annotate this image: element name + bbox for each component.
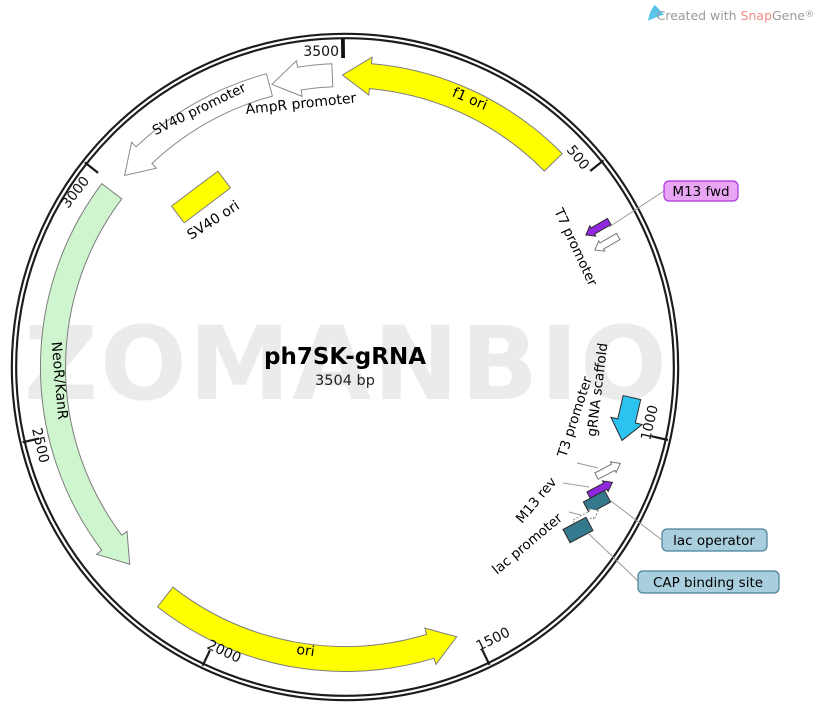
- feature-cap-binding-site-block[interactable]: [562, 516, 594, 544]
- leader-line-lac-promoter: [568, 511, 582, 516]
- plasmid-backbone-ring-gap: [12, 34, 678, 700]
- leader-line-t3-promoter: [576, 462, 599, 469]
- tick-500: [589, 159, 605, 172]
- callout-m13-fwd[interactable]: M13 fwd: [663, 180, 739, 202]
- feature-band-sv40-promoter[interactable]: [123, 73, 274, 177]
- tick-1500: [481, 649, 491, 666]
- feature-t7-promoter-arrow[interactable]: [592, 231, 621, 255]
- credit-text: Created with SnapGene®: [657, 8, 814, 23]
- feature-lac-operator-block[interactable]: [582, 489, 612, 515]
- callout-lac-operator[interactable]: lac operator: [661, 528, 768, 552]
- tick-1000: [651, 435, 669, 442]
- snapgene-logo-icon: [648, 5, 664, 21]
- feature-m13-fwd-arrow[interactable]: [583, 216, 612, 240]
- tick-label-500: 500: [563, 142, 592, 173]
- feature-sv40-ori-block[interactable]: [170, 170, 232, 224]
- plasmid-size: 3504 bp: [315, 373, 375, 389]
- watermark-text: ZOMANBIO: [24, 305, 669, 424]
- leader-line-lac-operator: [610, 500, 663, 541]
- tick-label-1000: 1000: [638, 404, 662, 442]
- leader-line-m13-rev: [562, 482, 590, 488]
- feature-band-ori[interactable]: [156, 586, 458, 672]
- tick-2000: [201, 649, 211, 667]
- feature-grna-scaffold-arrow[interactable]: [606, 394, 647, 444]
- callout-cap-binding-site-label: CAP binding site: [653, 575, 763, 591]
- feature-band-neor-kanr[interactable]: [39, 182, 131, 565]
- leader-line-m13-fwd: [608, 190, 665, 228]
- feature-label-neor-kanr: NeoR/KanR: [48, 341, 71, 421]
- feature-label-t7-promoter: T7 promoter: [550, 205, 601, 289]
- snapgene-credit: Created with SnapGene®: [648, 5, 814, 23]
- callout-cap-binding-site[interactable]: CAP binding site: [637, 570, 780, 594]
- callout-lac-operator-label: lac operator: [673, 533, 755, 549]
- tick-label-3500: 3500: [303, 44, 339, 60]
- feature-m13-rev-arrow[interactable]: [586, 477, 615, 500]
- tick-3000: [84, 161, 99, 174]
- leader-line-cap-binding-site: [588, 533, 639, 582]
- feature-band-f1-ori[interactable]: [341, 56, 563, 172]
- plasmid-name: ph7SK-gRNA: [264, 344, 426, 370]
- tick-2500: [22, 437, 40, 444]
- tick-label-1500: 1500: [474, 625, 513, 655]
- feature-band-ampr-promoter[interactable]: [270, 59, 334, 98]
- feature-label-ori: ori: [295, 642, 315, 660]
- callout-m13-fwd-label: M13 fwd: [672, 184, 729, 200]
- tick-label-2500: 2500: [28, 426, 52, 464]
- feature-t3-promoter-arrow[interactable]: [594, 458, 623, 481]
